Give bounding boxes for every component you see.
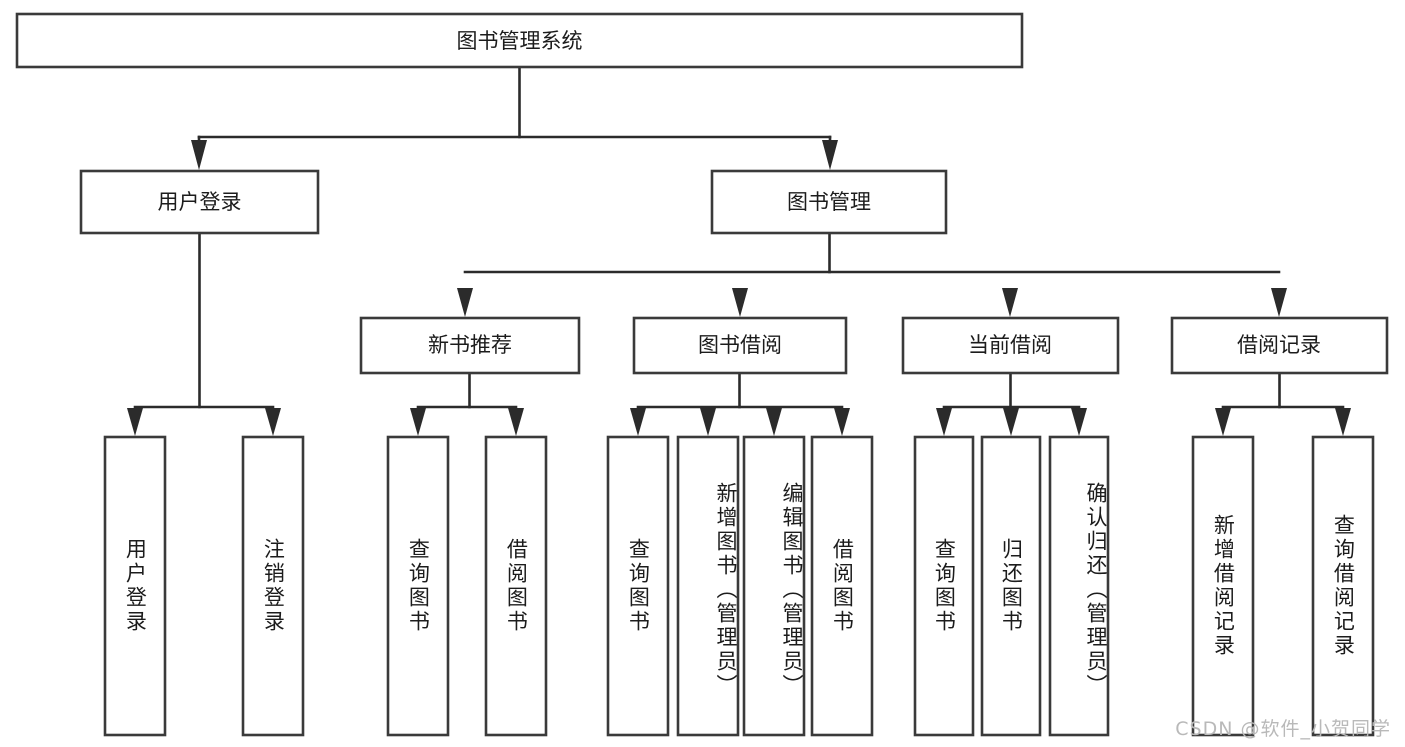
node-box-leaf-add-record[interactable]	[1191, 435, 1255, 737]
connector-layer	[127, 65, 1351, 436]
node-label-book-management: 图书管理	[787, 190, 871, 214]
node-box-leaf-query-book-2[interactable]	[606, 435, 670, 737]
node-box-user-login[interactable]	[79, 169, 320, 235]
arrow-to-leaf-borrow-book-1	[508, 408, 524, 436]
node-box-leaf-add-book[interactable]	[676, 435, 740, 737]
arrow-to-new-book-rec	[457, 288, 473, 317]
node-box-leaf-logout[interactable]	[241, 435, 305, 737]
arrow-to-book-mgmt	[822, 140, 838, 170]
node-box-leaf-confirm-return[interactable]	[1048, 435, 1110, 737]
node-current-borrow[interactable]: 当前借阅	[901, 316, 1120, 375]
arrow-to-book-borrow	[732, 288, 748, 317]
node-new-book-recommend[interactable]: 新书推荐	[359, 316, 581, 375]
arrow-to-leaf-query-book-1	[410, 408, 426, 436]
node-box-leaf-query-book-1[interactable]	[386, 435, 450, 737]
arrow-to-borrow-record	[1271, 288, 1287, 317]
node-book-management[interactable]: 图书管理	[710, 169, 948, 235]
arrow-to-leaf-user-login	[127, 408, 143, 436]
watermark-text: CSDN @软件_小贺同学	[1175, 718, 1391, 740]
node-label-new-book-recommend: 新书推荐	[428, 333, 512, 357]
node-label-root: 图书管理系统	[457, 29, 583, 53]
arrow-to-leaf-logout	[265, 408, 281, 436]
node-box-current-borrow[interactable]	[901, 316, 1120, 375]
node-box-leaf-user-login[interactable]	[103, 435, 167, 737]
node-label-user-login: 用户登录	[158, 190, 242, 214]
arrow-to-leaf-query-book-3	[936, 408, 952, 436]
node-box-leaf-return-book[interactable]	[980, 435, 1042, 737]
node-box-book-borrow[interactable]	[632, 316, 848, 375]
node-box-leaf-borrow-book-2[interactable]	[810, 435, 874, 737]
node-label-borrow-record: 借阅记录	[1237, 333, 1321, 357]
arrow-to-leaf-borrow-book-2	[834, 408, 850, 436]
node-box-leaf-query-record[interactable]	[1311, 435, 1375, 737]
arrow-to-user-login	[191, 140, 207, 170]
node-root-system[interactable]: 图书管理系统	[15, 12, 1024, 69]
node-box-leaf-query-book-3[interactable]	[913, 435, 975, 737]
node-box-leaf-edit-book[interactable]	[742, 435, 806, 737]
arrow-to-leaf-add-book	[700, 408, 716, 436]
arrow-to-leaf-query-book-2	[630, 408, 646, 436]
node-box-new-book-recommend[interactable]	[359, 316, 581, 375]
node-box-root[interactable]	[15, 12, 1024, 69]
node-box-borrow-record[interactable]	[1170, 316, 1389, 375]
arrow-to-leaf-edit-book	[766, 408, 782, 436]
arrow-to-leaf-add-record	[1215, 408, 1231, 436]
node-label-current-borrow: 当前借阅	[968, 333, 1052, 357]
node-book-borrow[interactable]: 图书借阅	[632, 316, 848, 375]
node-label-book-borrow: 图书借阅	[698, 333, 782, 357]
arrow-to-leaf-confirm-return	[1071, 408, 1087, 436]
arrow-to-current-borrow	[1002, 288, 1018, 317]
node-box-book-management[interactable]	[710, 169, 948, 235]
node-borrow-record[interactable]: 借阅记录	[1170, 316, 1389, 375]
node-user-login[interactable]: 用户登录	[79, 169, 320, 235]
arrow-to-leaf-return-book	[1003, 408, 1019, 436]
arrow-to-leaf-query-record	[1335, 408, 1351, 436]
node-box-leaf-borrow-book-1[interactable]	[484, 435, 548, 737]
